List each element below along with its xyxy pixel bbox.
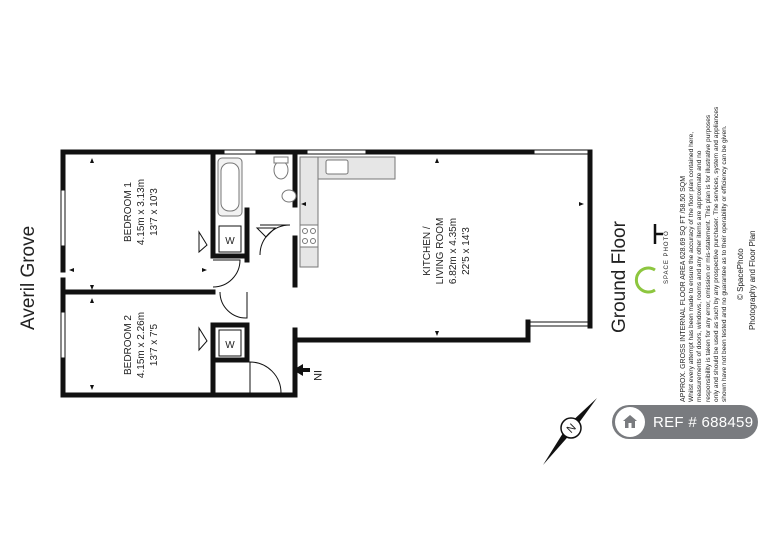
- reference-badge: REF # 688459: [612, 405, 758, 439]
- disclaimer-line: only and should be used as such by any p…: [712, 106, 720, 402]
- basin: [281, 189, 297, 203]
- windows: [60, 149, 593, 361]
- reference-number: REF # 688459: [653, 413, 754, 431]
- room-imperial: 13'7 x 10'3: [149, 188, 160, 236]
- room-metric: 4.15m x 2.26m: [136, 311, 147, 379]
- room-name-line2: LIVING ROOM: [435, 217, 446, 285]
- compass-icon: [543, 398, 597, 465]
- door-swings: [198, 224, 291, 394]
- credits-block: APPROX. GROSS INTERNAL FLOOR AREA 628.69…: [680, 106, 729, 402]
- spacephoto-logo: [634, 224, 663, 294]
- wardrobe-label: W: [225, 236, 235, 247]
- kitchen-counter-side: [299, 156, 319, 268]
- service-line: Photography and Floor Plan: [748, 230, 757, 330]
- bedroom1-label: BEDROOM 1 4.15m x 3.13m 13'7 x 10'3: [122, 162, 161, 262]
- room-name-line1: KITCHEN /: [422, 226, 433, 276]
- copyright: © SpacePhoto: [736, 248, 745, 300]
- entrance-arrow: [293, 364, 310, 376]
- disclaimer-line: responsibility is taken for any error, o…: [704, 114, 712, 402]
- floor-name: Ground Floor: [609, 221, 630, 333]
- wardrobe-label: W: [225, 340, 235, 351]
- home-icon: [615, 407, 645, 437]
- floor-area-line: APPROX. GROSS INTERNAL FLOOR AREA 628.69…: [680, 175, 687, 402]
- room-imperial: 22'5 x 14'3: [461, 227, 472, 275]
- room-name: BEDROOM 1: [123, 182, 134, 243]
- room-imperial: 13'7 x 7'5: [149, 323, 160, 367]
- kitchen-label: KITCHEN / LIVING ROOM 6.82m x 4.35m 22'5…: [421, 196, 473, 306]
- disclaimer-line: shown have not been tested and no guaran…: [721, 125, 729, 402]
- hob: [299, 224, 319, 248]
- wardrobes: [218, 225, 242, 357]
- room-name: BEDROOM 2: [123, 315, 134, 376]
- toilet: [273, 160, 289, 180]
- fixtures: [217, 156, 396, 268]
- disclaimer-line: Whilst every attempt has been made to en…: [688, 131, 696, 402]
- walls: [60, 149, 593, 398]
- disclaimer-line: measurements of doors, windows, rooms an…: [696, 150, 704, 402]
- bedroom2-label: BEDROOM 2 4.15m x 2.26m 13'7 x 7'5: [122, 295, 161, 395]
- entrance-label: IN: [311, 370, 323, 381]
- street-name: Averil Grove: [18, 225, 39, 330]
- kitchen-sink: [325, 159, 349, 175]
- room-metric: 4.15m x 3.13m: [136, 178, 147, 246]
- room-metric: 6.82m x 4.35m: [448, 217, 459, 285]
- dimension-markers: [69, 158, 584, 390]
- logo-caption: SPACE PHOTO: [664, 230, 670, 284]
